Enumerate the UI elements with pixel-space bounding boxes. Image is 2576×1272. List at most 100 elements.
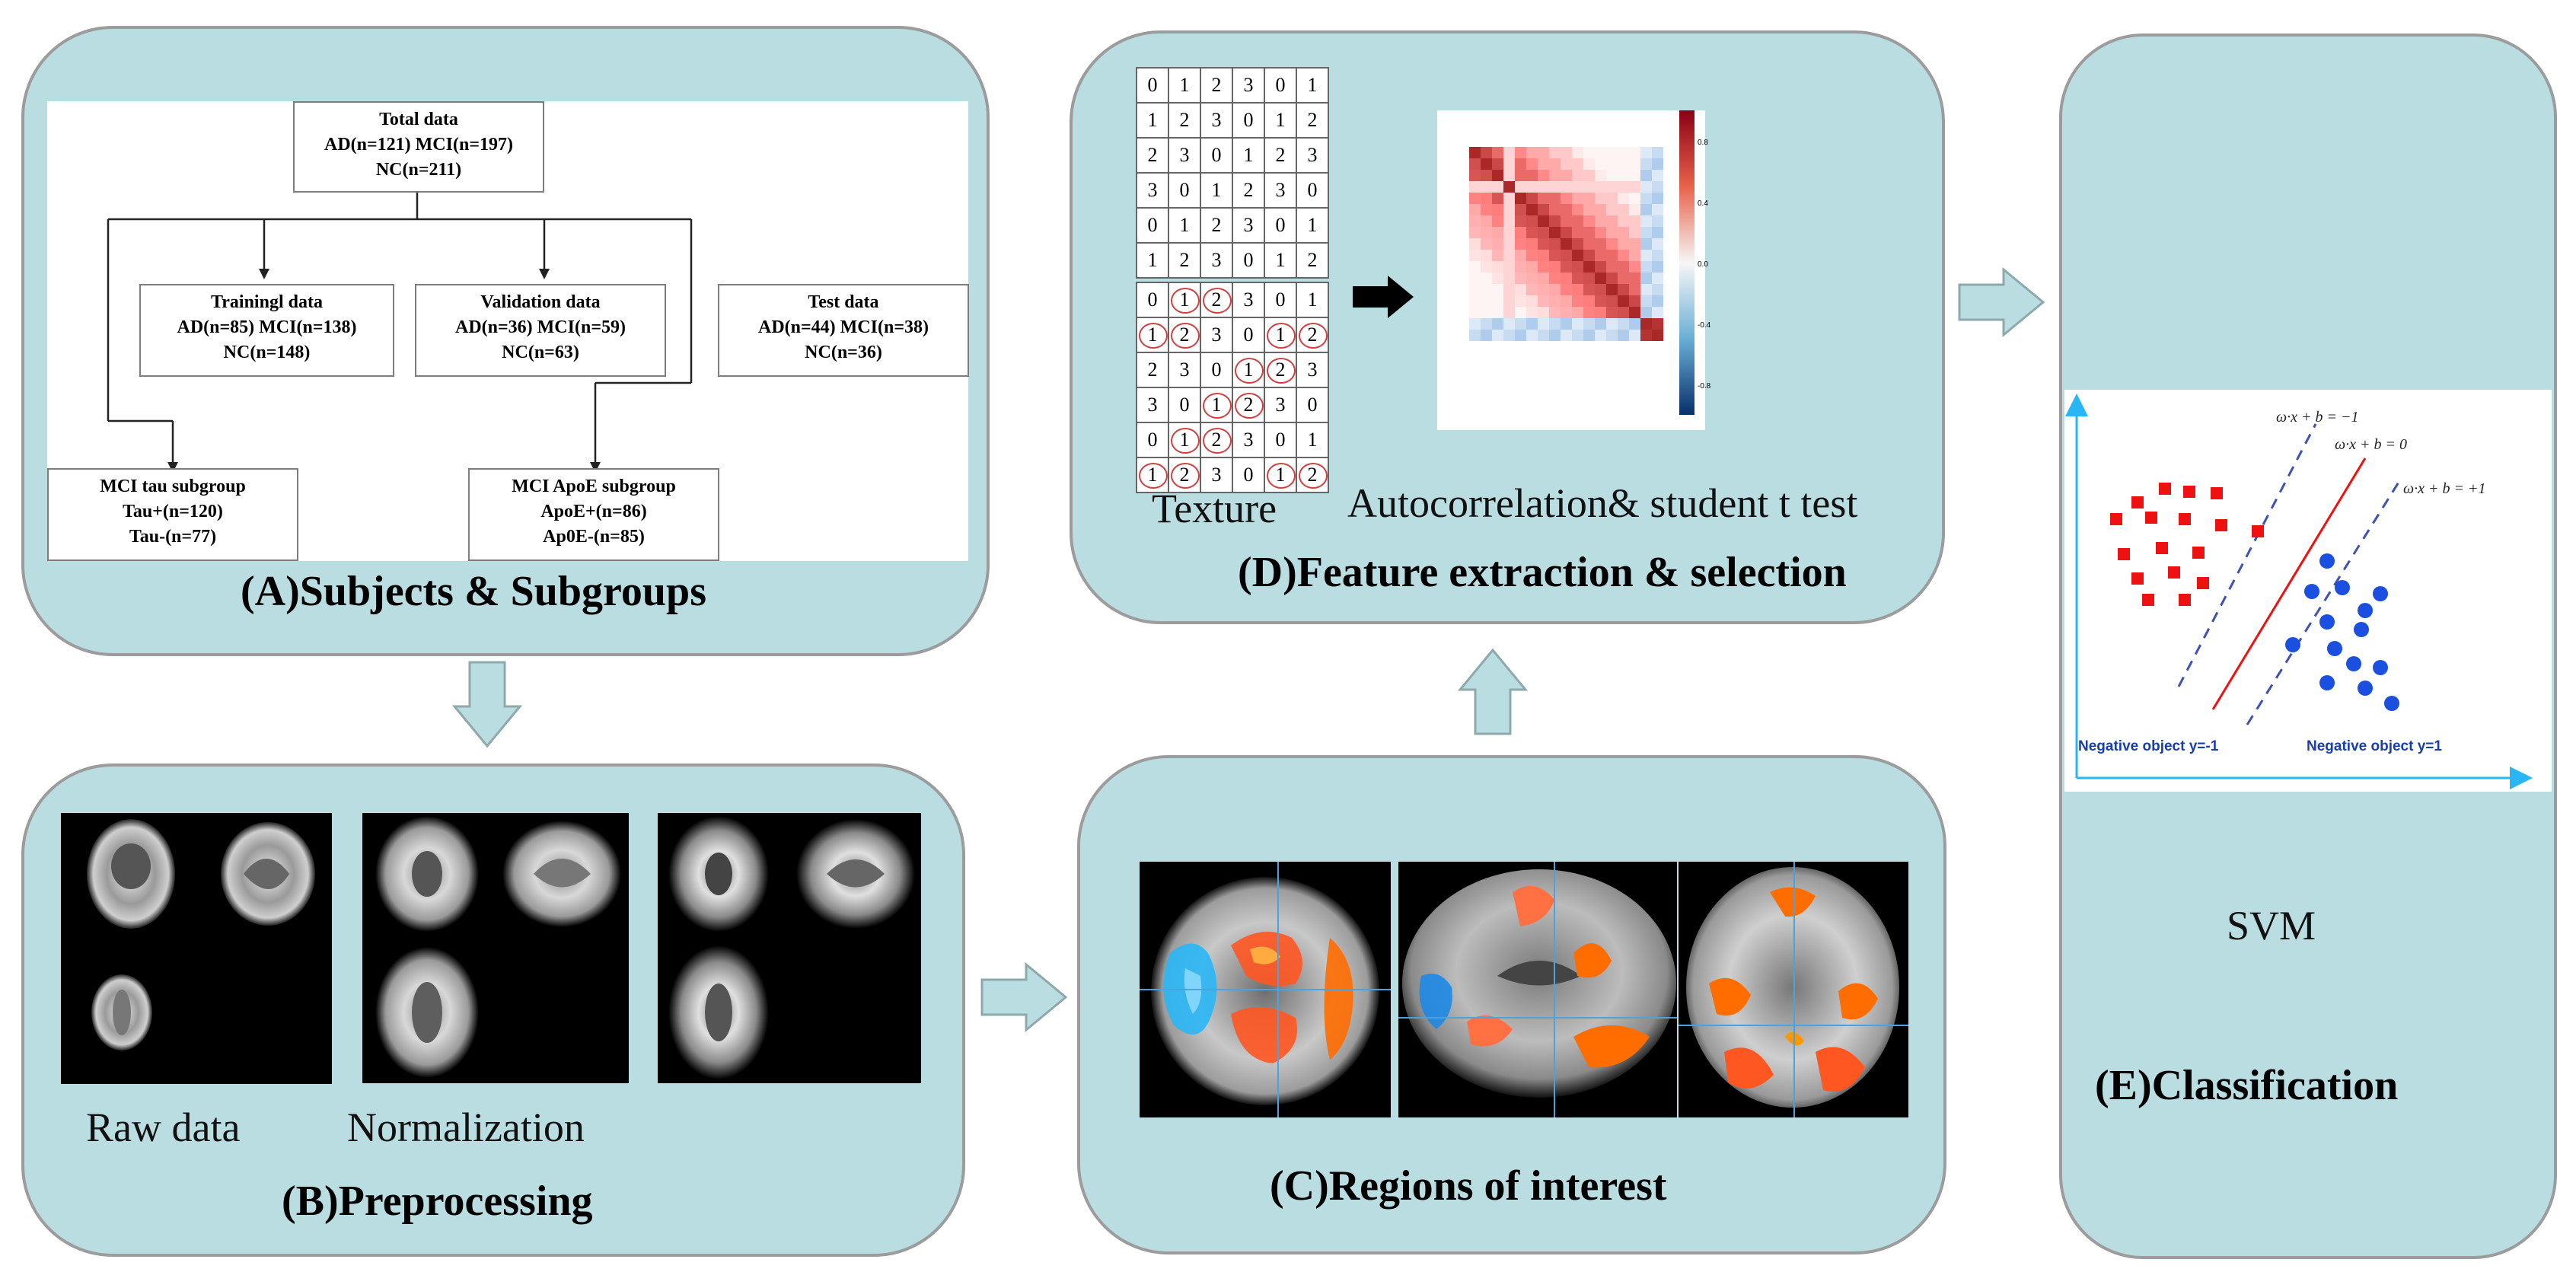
heatmap-cell	[1629, 158, 1640, 170]
heatmap-cell	[1515, 295, 1526, 307]
heatmap-cell	[1595, 215, 1606, 227]
panel-d-title: (D)Feature extraction & selection	[1238, 549, 1847, 596]
heatmap-cell	[1640, 181, 1652, 193]
raw-data-label: Raw data	[86, 1105, 241, 1150]
heatmap-cell	[1549, 193, 1561, 204]
heatmap-cell	[1629, 227, 1640, 238]
grid-cell: 2	[1296, 457, 1329, 493]
heatmap-cell	[1469, 215, 1481, 227]
heatmap-cell	[1503, 307, 1515, 318]
red-point	[2215, 519, 2227, 531]
heatmap-cell	[1492, 181, 1503, 193]
grid-cell: 1	[1296, 207, 1329, 244]
heatmap-cell	[1492, 273, 1503, 284]
heatmap-cell	[1629, 284, 1640, 295]
heatmap-cell	[1606, 273, 1618, 284]
heatmap-cell	[1469, 284, 1481, 295]
blue-point	[2319, 614, 2335, 630]
heatmap-cell	[1538, 181, 1549, 193]
heatmap-cell	[1618, 250, 1629, 261]
heatmap-cell	[1549, 238, 1561, 250]
grid-cell: 3	[1200, 457, 1233, 493]
heatmap-cell	[1469, 261, 1481, 273]
grid-cell: 1	[1264, 317, 1297, 353]
heatmap-cell	[1469, 227, 1481, 238]
heatmap-cell	[1515, 238, 1526, 250]
heatmap-cell	[1503, 158, 1515, 170]
heatmap-cell	[1572, 250, 1583, 261]
grid-cell: 0	[1232, 242, 1265, 279]
heatmap-cell	[1561, 147, 1572, 158]
grid-cell: 1	[1296, 67, 1329, 104]
heatmap-cell	[1549, 318, 1561, 330]
heatmap-cell	[1629, 170, 1640, 181]
heatmap-cell	[1538, 193, 1549, 204]
total-data-title: Total data	[379, 110, 458, 129]
heatmap-cell	[1492, 295, 1503, 307]
heatmap-cell	[1503, 273, 1515, 284]
heatmap-cell	[1572, 273, 1583, 284]
grid-cell: 1	[1168, 67, 1201, 104]
heatmap-cell	[1606, 204, 1618, 215]
grid-cell: 3	[1264, 172, 1297, 209]
heatmap-cell	[1618, 158, 1629, 170]
heatmap-cell	[1561, 318, 1572, 330]
heatmap-cell	[1481, 330, 1492, 341]
heatmap-cell	[1469, 158, 1481, 170]
heatmap-cell	[1561, 261, 1572, 273]
heatmap-cell	[1549, 158, 1561, 170]
svm-plot: ω·x + b = −1 ω·x + b = 0 ω·x + b = +1 Ne…	[2065, 394, 2533, 789]
heatmap-cell	[1481, 307, 1492, 318]
heatmap-cell	[1492, 238, 1503, 250]
heatmap-cell	[1481, 273, 1492, 284]
heatmap-cell	[1469, 181, 1481, 193]
heatmap-cell	[1618, 227, 1629, 238]
heatmap-cell	[1652, 307, 1663, 318]
heatmap-cell	[1572, 170, 1583, 181]
heatmap-cell	[1492, 227, 1503, 238]
heatmap-cell	[1561, 204, 1572, 215]
heatmap-cell	[1652, 273, 1663, 284]
heatmap-cell	[1492, 261, 1503, 273]
heatmap-cell	[1652, 215, 1663, 227]
heatmap-cell	[1583, 273, 1595, 284]
heatmap-cell	[1572, 227, 1583, 238]
heatmap-cell	[1572, 193, 1583, 204]
heatmap-cell	[1652, 238, 1663, 250]
heatmap-cell	[1515, 330, 1526, 341]
grid-cell: 1	[1232, 352, 1265, 388]
grid-cell: 2	[1168, 242, 1201, 279]
heatmap-cell	[1538, 158, 1549, 170]
heatmap-cell	[1503, 261, 1515, 273]
heatmap-cell	[1515, 215, 1526, 227]
grid-cell: 2	[1136, 137, 1169, 174]
heatmap-cell	[1503, 181, 1515, 193]
heatmap-cell	[1515, 273, 1526, 284]
red-point	[2183, 486, 2195, 498]
heatmap-cell	[1595, 170, 1606, 181]
grid-cell: 1	[1136, 317, 1169, 353]
heatmap-cell	[1618, 181, 1629, 193]
heatmap-cell	[1572, 261, 1583, 273]
heatmap-cell	[1481, 181, 1492, 193]
heatmap-cell	[1469, 193, 1481, 204]
blue-point	[2304, 584, 2319, 599]
heatmap-cell	[1469, 238, 1481, 250]
arrow-right-d-to-e	[1958, 266, 2045, 338]
heatmap-cell	[1492, 318, 1503, 330]
grid-cell: 0	[1136, 422, 1169, 458]
heatmap-cell	[1469, 170, 1481, 181]
grid-cell: 3	[1168, 352, 1201, 388]
heatmap-cell	[1652, 204, 1663, 215]
grid-cell: 1	[1232, 137, 1265, 174]
colorbar-tick: 0.4	[1698, 199, 1708, 208]
heatmap-cell	[1526, 158, 1538, 170]
heatmap-cell	[1492, 250, 1503, 261]
blue-point	[2358, 603, 2373, 618]
validation-data-counts: AD(n=36) MCI(n=59)	[454, 317, 626, 337]
heatmap-cell	[1526, 227, 1538, 238]
